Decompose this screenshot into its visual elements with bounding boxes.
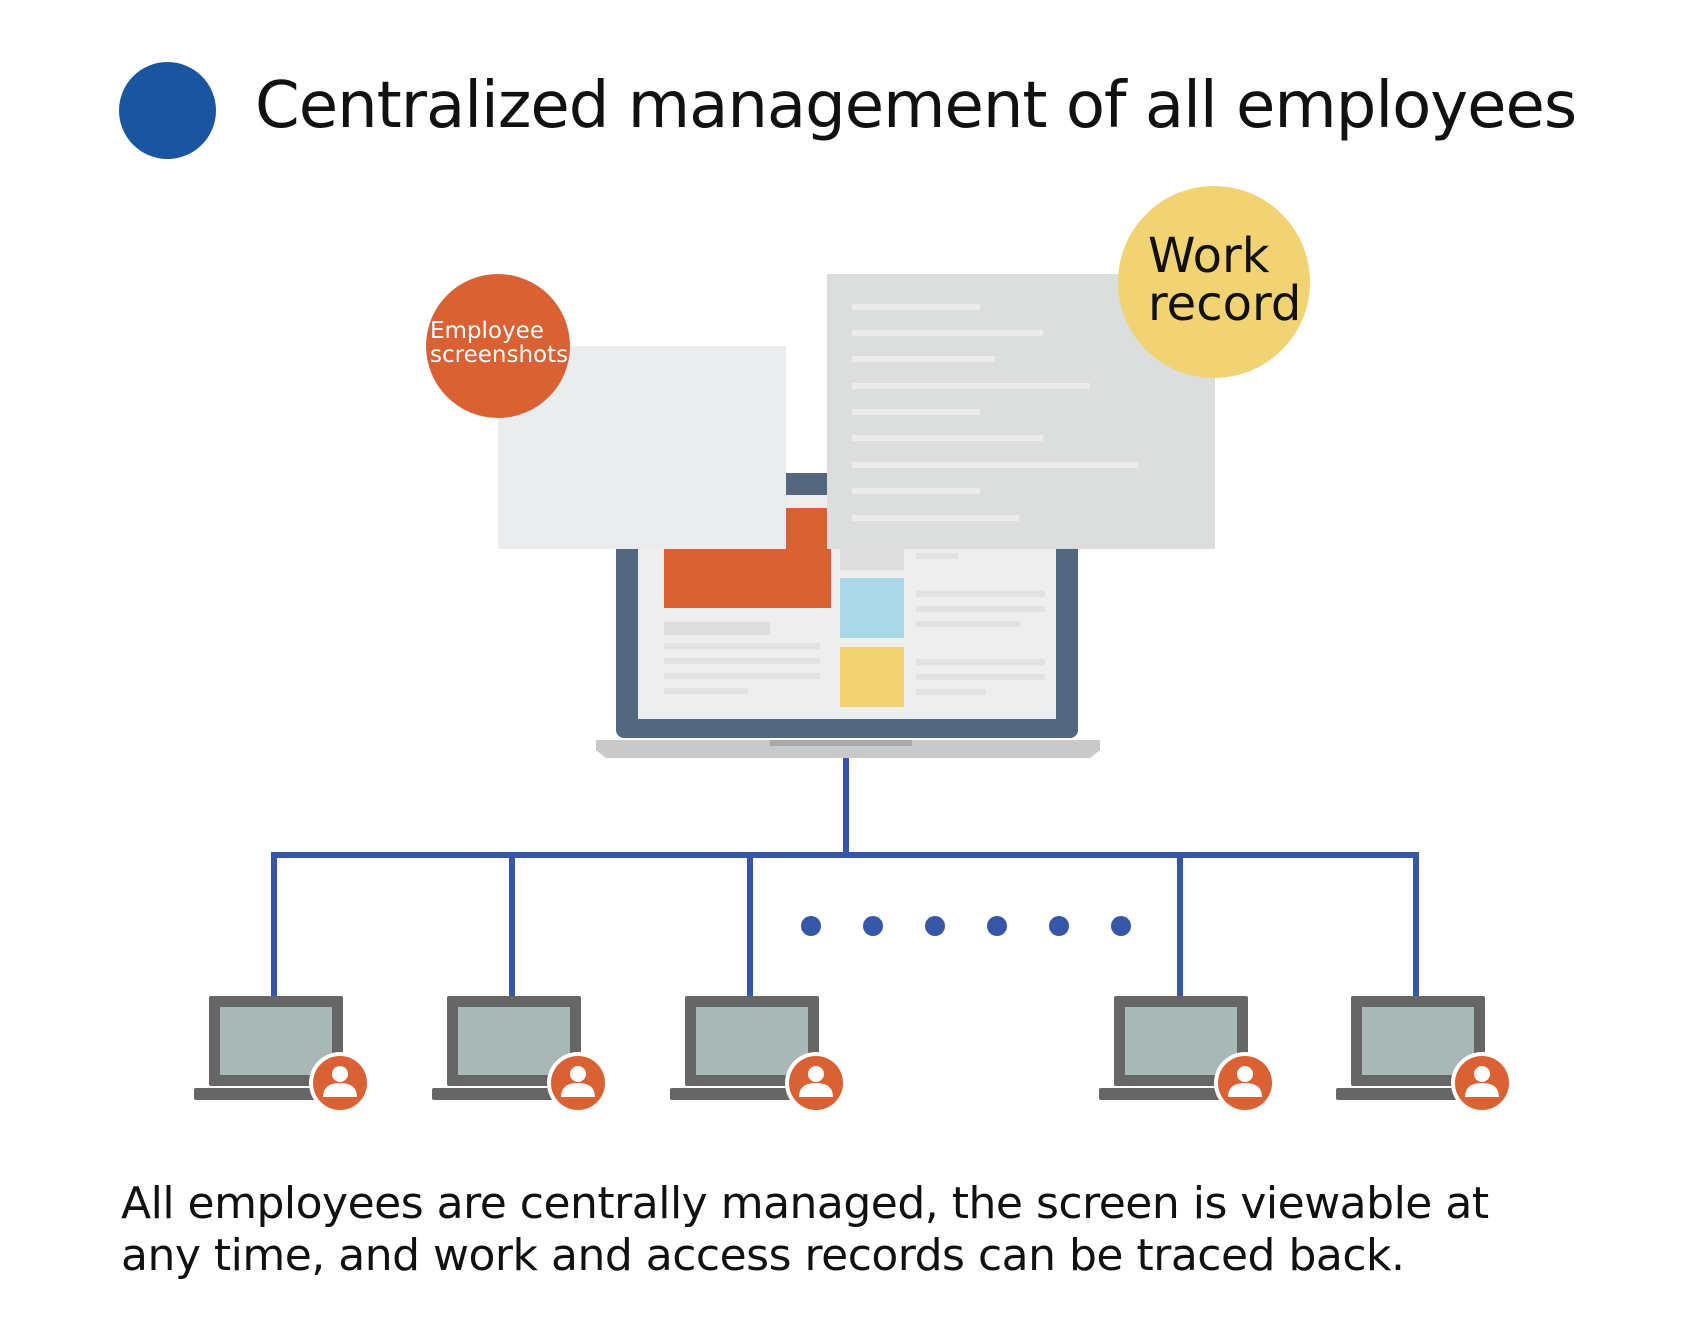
- caption-line-2: any time, and work and access records ca…: [121, 1230, 1405, 1281]
- client-laptop-icon-3: [670, 996, 847, 1114]
- caption-line-1: All employees are centrally managed, the…: [121, 1178, 1489, 1229]
- client-laptop-icon-1: [194, 996, 371, 1114]
- caption-text: All employees are centrally managed, the…: [121, 1178, 1601, 1282]
- client-laptop-icon-5: [1336, 996, 1513, 1114]
- ellipsis-dots: [801, 916, 1131, 936]
- employee-screenshots-badge: Employee screenshots: [426, 274, 570, 418]
- badge-screenshots-line2: screenshots: [430, 342, 568, 368]
- client-laptop-icon-2: [432, 996, 609, 1114]
- laptop-screen-content: [664, 508, 1045, 707]
- badge-work-record-line2: record: [1148, 276, 1301, 332]
- page-title: Centralized management of all employees: [255, 69, 1577, 143]
- work-record-badge: Work record: [1118, 186, 1310, 378]
- client-laptop-icon-4: [1099, 996, 1276, 1114]
- title-bullet-icon: [119, 62, 216, 159]
- network-lines: [271, 758, 1419, 998]
- badge-screenshots-line1: Employee: [430, 318, 544, 344]
- badge-work-record-line1: Work: [1148, 228, 1270, 284]
